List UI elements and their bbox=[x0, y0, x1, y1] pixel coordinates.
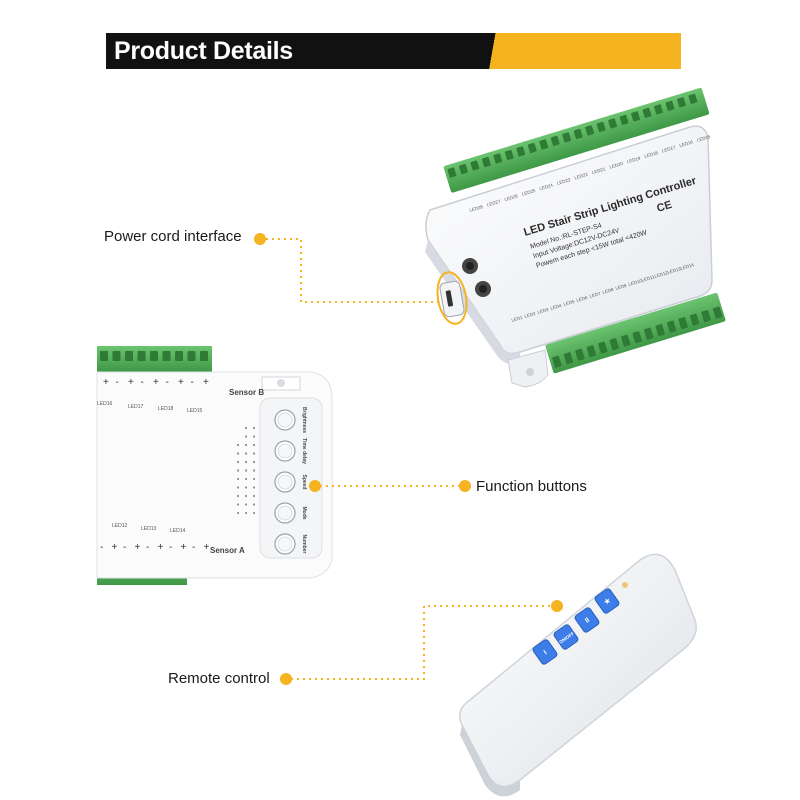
controller-led-label: LED8 bbox=[602, 287, 615, 295]
controller-led-label: LED22 bbox=[574, 172, 589, 181]
callout-power-cord: Power cord interface bbox=[104, 228, 242, 245]
controller-led-label: LED15 bbox=[696, 134, 711, 143]
zoom-led-label: LED12 bbox=[112, 523, 128, 529]
svg-text:-: - bbox=[116, 377, 119, 388]
svg-text:-: - bbox=[169, 542, 172, 553]
terminal-strip-bottom bbox=[545, 292, 726, 374]
svg-text:+: + bbox=[158, 542, 164, 553]
function-button-brightness[interactable]: Brightness bbox=[274, 407, 307, 433]
callout-function-buttons: Function buttons bbox=[476, 478, 587, 495]
controller-led-label: LED18 bbox=[644, 150, 659, 159]
function-button-label: Time delay bbox=[301, 438, 307, 464]
controller-led-label: LED9 bbox=[615, 283, 628, 291]
function-button-label: Brightness bbox=[301, 407, 307, 433]
controller-unit bbox=[425, 87, 726, 388]
controller-led-label: LED10 bbox=[628, 278, 643, 287]
remote-button[interactable]: II bbox=[574, 607, 600, 634]
remote-control: I ON/OFF II ★ bbox=[459, 553, 697, 797]
controller-led-label: LED14 bbox=[680, 262, 695, 271]
svg-text:-: - bbox=[141, 377, 144, 388]
sensor-a-label: Sensor A bbox=[210, 546, 245, 555]
controller-led-label: LED11 bbox=[641, 274, 656, 283]
remote-button-label: I bbox=[543, 649, 549, 656]
svg-text:-: - bbox=[100, 542, 103, 553]
controller-led-label: LED20 bbox=[609, 161, 624, 170]
controller-led-label: LED2 bbox=[524, 311, 537, 319]
controller-led-label: LED19 bbox=[626, 155, 641, 164]
controller-led-label: LED1 bbox=[511, 315, 524, 323]
controller-led-label: LED13 bbox=[667, 266, 682, 275]
zoom-led-label: LED16 bbox=[97, 401, 113, 407]
ce-mark: CE bbox=[655, 199, 673, 215]
controller-led-label: LED21 bbox=[591, 166, 606, 175]
callout-dot-power bbox=[254, 233, 266, 245]
sensor-b-label: Sensor B bbox=[229, 388, 264, 397]
callout-dot-function-start bbox=[309, 480, 321, 492]
controller-led-label: LED3 bbox=[537, 307, 550, 315]
controller-led-label: LED16 bbox=[679, 139, 694, 148]
function-button-label: Speed bbox=[301, 474, 307, 489]
controller-led-label: LED5 bbox=[563, 299, 576, 307]
svg-text:+: + bbox=[203, 377, 209, 388]
svg-text:+: + bbox=[204, 542, 210, 553]
remote-button[interactable]: I bbox=[532, 639, 558, 666]
svg-text:+: + bbox=[128, 377, 134, 388]
svg-text:-: - bbox=[192, 542, 195, 553]
zoom-led-label: LED18 bbox=[158, 406, 174, 412]
controller-led-label: LED24 bbox=[539, 182, 554, 191]
svg-text:+: + bbox=[153, 377, 159, 388]
power-port-highlight bbox=[436, 271, 468, 325]
controller-led-label: LED28 bbox=[469, 204, 484, 213]
header-banner: Product Details bbox=[106, 33, 681, 69]
controller-led-label: LED7 bbox=[589, 291, 602, 299]
svg-text:+: + bbox=[135, 542, 141, 553]
svg-text:-: - bbox=[191, 377, 194, 388]
svg-text:-: - bbox=[146, 542, 149, 553]
remote-button-label: ★ bbox=[602, 596, 612, 607]
remote-button-label: II bbox=[584, 617, 591, 625]
zoom-led-label: LED15 bbox=[187, 408, 203, 414]
svg-text:+: + bbox=[103, 377, 109, 388]
function-button-label: Mode bbox=[301, 506, 307, 519]
controller-led-label: LED12 bbox=[654, 270, 669, 279]
controller-led-label: LED6 bbox=[576, 295, 589, 303]
controller-led-label: LED26 bbox=[504, 193, 519, 202]
svg-text:-: - bbox=[166, 377, 169, 388]
svg-text:+: + bbox=[181, 542, 187, 553]
svg-text:-: - bbox=[123, 542, 126, 553]
controller-led-label: LED25 bbox=[521, 188, 536, 197]
zoom-led-label: LED13 bbox=[141, 526, 157, 532]
function-button-number[interactable]: Number bbox=[274, 533, 307, 555]
terminal-strip-top bbox=[443, 87, 710, 193]
callout-remote-control: Remote control bbox=[168, 670, 270, 687]
controller-led-labels-top: LED28LED27LED26LED25LED24LED23LED22LED21… bbox=[469, 134, 712, 213]
function-button-speed[interactable]: Speed bbox=[274, 471, 307, 493]
callout-dot-remote bbox=[280, 673, 292, 685]
function-button-mode[interactable]: Mode bbox=[274, 502, 307, 524]
zoom-led-label: LED14 bbox=[170, 528, 186, 534]
svg-text:+: + bbox=[112, 542, 118, 553]
svg-text:+: + bbox=[178, 377, 184, 388]
remote-button[interactable]: ★ bbox=[594, 588, 620, 615]
function-button-time-delay[interactable]: Time delay bbox=[274, 438, 307, 464]
zoom-led-label: LED17 bbox=[128, 404, 144, 410]
callout-dot-remote-end bbox=[551, 600, 563, 612]
controller-led-label: LED23 bbox=[556, 177, 571, 186]
remote-button[interactable]: ON/OFF bbox=[553, 624, 579, 651]
leader-lines bbox=[266, 238, 557, 680]
callout-dot-function bbox=[459, 480, 471, 492]
controller-led-label: LED27 bbox=[486, 199, 501, 208]
function-button-label: Number bbox=[301, 535, 307, 554]
controller-led-label: LED17 bbox=[661, 145, 676, 154]
controller-led-label: LED4 bbox=[550, 303, 563, 311]
page-title: Product Details bbox=[114, 37, 293, 65]
